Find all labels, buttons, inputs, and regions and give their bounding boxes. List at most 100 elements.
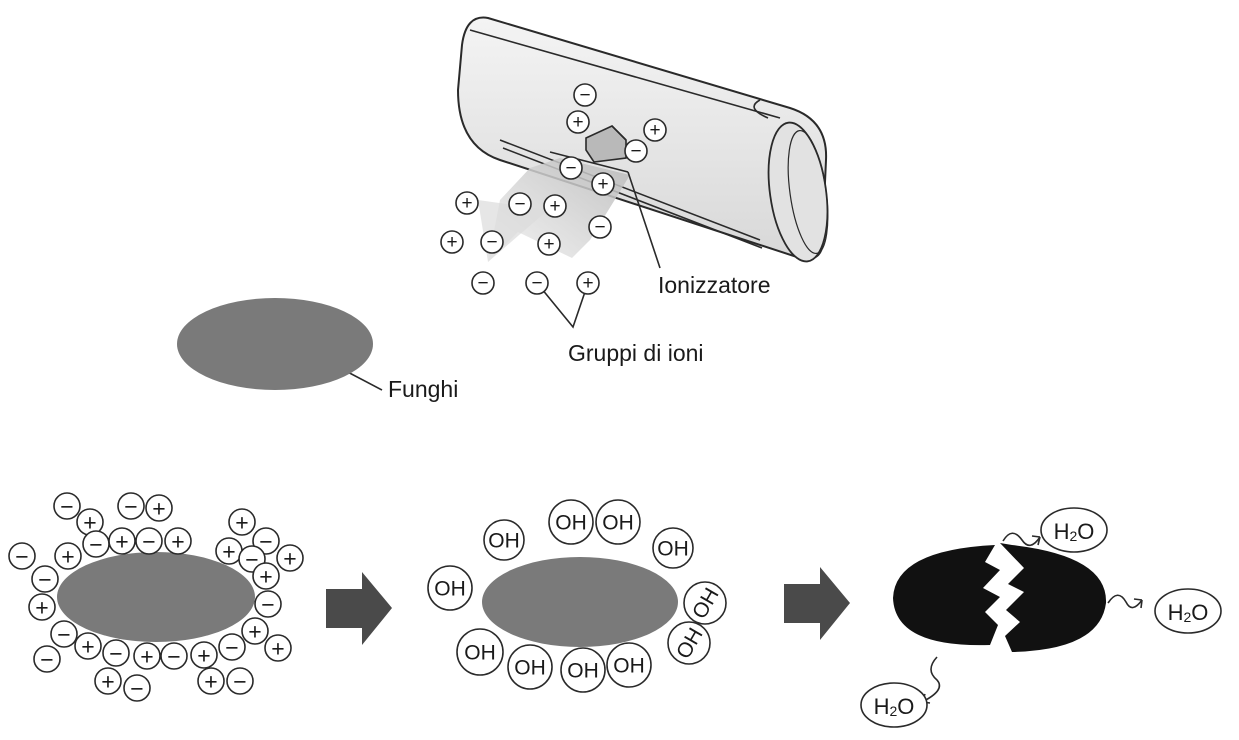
svg-text:−: −	[233, 669, 246, 695]
negative-ion: −	[525, 271, 549, 295]
svg-text:−: −	[38, 567, 51, 593]
svg-text:−: −	[259, 529, 272, 555]
negative-ion: −	[160, 642, 188, 670]
negative-ion: −	[135, 527, 163, 555]
water-release-arrow-right	[1107, 594, 1143, 609]
negative-ion: −	[252, 527, 280, 555]
negative-ion: −	[218, 633, 246, 661]
positive-ion: +	[228, 508, 256, 536]
fungi-label: Funghi	[388, 376, 458, 402]
svg-text:−: −	[57, 622, 70, 648]
ion-groups-leader-line	[536, 282, 589, 329]
negative-ion: −	[31, 565, 59, 593]
svg-text:−: −	[594, 217, 605, 238]
water-molecule: H2O	[1154, 588, 1222, 634]
svg-text:−: −	[531, 273, 542, 294]
positive-ion: +	[566, 110, 590, 134]
positive-ion: +	[537, 232, 561, 256]
svg-text:−: −	[565, 158, 576, 179]
positive-ion: +	[264, 634, 292, 662]
svg-text:+: +	[235, 510, 248, 536]
svg-text:−: −	[15, 544, 28, 570]
svg-text:+: +	[171, 529, 184, 555]
hydroxyl: OH	[595, 499, 641, 545]
positive-ion: +	[252, 562, 280, 590]
positive-ion: +	[276, 544, 304, 572]
positive-ion: +	[108, 527, 136, 555]
svg-text:+: +	[649, 120, 660, 141]
water-molecule: H2O	[860, 682, 928, 728]
svg-text:H2O: H2O	[874, 694, 915, 720]
negative-ion: −	[559, 156, 583, 180]
fungus-with-ions	[57, 552, 255, 642]
svg-text:+: +	[582, 273, 593, 294]
svg-text:OH: OH	[514, 657, 546, 680]
svg-text:OH: OH	[555, 512, 587, 535]
positive-ion: +	[543, 194, 567, 218]
svg-text:OH: OH	[657, 538, 689, 561]
hydroxyl: OH	[560, 647, 606, 693]
svg-text:−: −	[514, 194, 525, 215]
svg-text:+: +	[543, 234, 554, 255]
svg-text:+: +	[248, 619, 261, 645]
positive-ion: +	[215, 537, 243, 565]
svg-text:+: +	[283, 546, 296, 572]
hydroxyl: OH	[427, 565, 473, 611]
svg-text:−: −	[486, 232, 497, 253]
hydroxyl: OH	[456, 628, 504, 676]
positive-ion: +	[440, 230, 464, 254]
svg-text:OH: OH	[434, 578, 466, 601]
process-arrow-1	[326, 572, 392, 645]
svg-text:H2O: H2O	[1168, 600, 1209, 626]
positive-ion: +	[164, 527, 192, 555]
water-release-arrow-top	[1002, 532, 1041, 547]
svg-text:−: −	[60, 494, 73, 520]
svg-text:+: +	[549, 196, 560, 217]
svg-text:+: +	[61, 544, 74, 570]
positive-ion: +	[54, 542, 82, 570]
svg-text:+: +	[152, 496, 165, 522]
water-molecules: H2O H2O H2O	[860, 507, 1222, 728]
svg-text:OH: OH	[464, 642, 496, 665]
water-molecule: H2O	[1040, 507, 1108, 553]
positive-ion: +	[643, 118, 667, 142]
negative-ion: −	[226, 667, 254, 695]
fungus-with-hydroxyl	[482, 557, 678, 647]
svg-text:+: +	[83, 510, 96, 536]
hydroxyl: OH	[507, 644, 553, 690]
negative-ion: −	[117, 492, 145, 520]
svg-text:−: −	[89, 532, 102, 558]
positive-ion: +	[133, 642, 161, 670]
hydroxyl: OH	[483, 519, 525, 561]
svg-text:−: −	[142, 529, 155, 555]
svg-text:−: −	[245, 547, 258, 573]
hydroxyl: OH	[683, 581, 727, 625]
hydroxyl: OH	[548, 499, 594, 545]
svg-text:+: +	[572, 112, 583, 133]
hydroxyl: OH	[606, 642, 652, 688]
negative-ion: −	[508, 192, 532, 216]
svg-text:+: +	[271, 636, 284, 662]
svg-text:−: −	[124, 494, 137, 520]
svg-text:+: +	[461, 193, 472, 214]
svg-text:−: −	[225, 635, 238, 661]
negative-ion: −	[8, 542, 36, 570]
svg-text:−: −	[40, 647, 53, 673]
svg-text:−: −	[477, 273, 488, 294]
fungus-destroyed	[893, 543, 1107, 652]
svg-text:−: −	[579, 85, 590, 106]
air-conditioner-unit	[456, 16, 829, 263]
positive-ion: +	[76, 508, 104, 536]
process-arrow-2	[784, 567, 850, 640]
positive-ion: +	[576, 271, 600, 295]
negative-ion: −	[102, 639, 130, 667]
negative-ion: −	[588, 215, 612, 239]
positive-ion: +	[455, 191, 479, 215]
svg-text:+: +	[197, 643, 210, 669]
positive-ion: +	[94, 667, 122, 695]
svg-text:−: −	[261, 592, 274, 618]
hydroxyl: OH	[652, 527, 694, 569]
svg-text:+: +	[204, 669, 217, 695]
svg-text:H2O: H2O	[1054, 519, 1095, 545]
